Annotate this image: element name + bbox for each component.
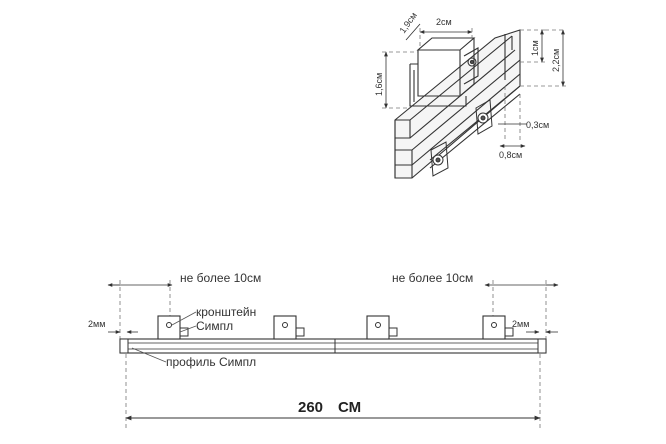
total-length-value: 260: [298, 399, 323, 416]
dim-bracket-height-label: 1,6см: [374, 73, 384, 96]
glider-rollers: [430, 99, 493, 177]
dim-groove-label: 0,8см: [499, 150, 522, 160]
dim-gap-label: 0,3см: [526, 120, 549, 130]
bracket-2: [273, 315, 305, 340]
dim-depth-label: 1,9см: [397, 10, 419, 35]
margin-left-label: 2мм: [88, 319, 105, 329]
detail-dimensions: 1,9см 2см 1,6см 1см 2,2см 0,3с: [374, 10, 566, 160]
dim-inner-height-label: 1см: [530, 40, 540, 56]
bracket-cube-iso: [409, 37, 479, 107]
rail-profile: [119, 338, 547, 354]
rail-side-view: не более 10см не более 10см 2мм 2мм: [88, 271, 559, 428]
rail-profile-iso: [394, 29, 521, 179]
max-spacing-right-label: не более 10см: [392, 271, 473, 285]
dim-total-height-label: 2,2см: [551, 49, 561, 72]
bracket-3: [366, 315, 398, 340]
max-spacing-left-label: не более 10см: [180, 271, 261, 285]
profile-detail-drawing: 1,9см 2см 1,6см 1см 2,2см 0,3с: [374, 10, 566, 179]
dim-width-label: 2см: [436, 17, 452, 27]
bracket-4: [482, 315, 514, 340]
margin-right-label: 2мм: [512, 319, 529, 329]
total-length-unit: СМ: [338, 399, 361, 416]
profile-label: профиль Симпл: [166, 355, 256, 369]
bracket-1: [157, 315, 189, 340]
bracket-label-line1: кронштейн: [196, 305, 256, 319]
bracket-label-line2: Симпл: [196, 319, 233, 333]
